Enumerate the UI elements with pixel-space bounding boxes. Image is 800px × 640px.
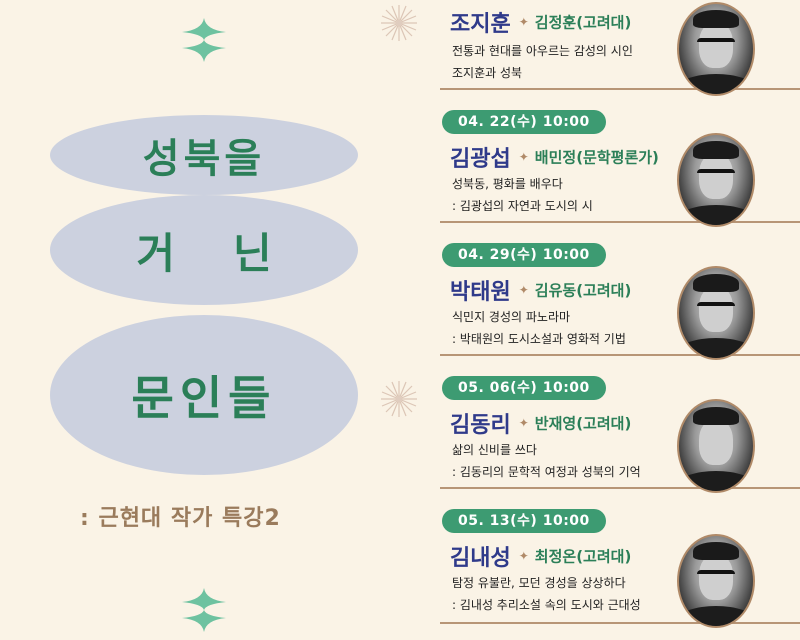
description-line-2: : 김내성 추리소설 속의 도시와 근대성 xyxy=(452,598,641,612)
lecturer-name: 배민정(문학평론가) xyxy=(534,148,659,167)
sparkle-icon xyxy=(182,18,226,62)
author-name: 박태원 xyxy=(450,280,511,305)
description-line-2: : 김광섭의 자연과 도시의 시 xyxy=(452,199,593,213)
session-name-row: 김내성 ✦ 최정온(고려대) xyxy=(450,540,631,572)
session-description: 탐정 유불란, 모던 경성을 상상하다 : 김내성 추리소설 속의 도시와 근대… xyxy=(452,572,641,616)
session-description: 삶의 신비를 쓰다 : 김동리의 문학적 여정과 성북의 기억 xyxy=(452,439,641,483)
description-line-1: 식민지 경성의 파노라마 xyxy=(452,310,571,324)
description-line-1: 전통과 현대를 아우르는 감성의 시인 xyxy=(452,44,633,58)
divider xyxy=(440,487,800,489)
date-badge: 04. 29(수) 10:00 xyxy=(442,243,606,267)
session-name-row: 김동리 ✦ 반재영(고려대) xyxy=(450,407,631,439)
author-name: 김동리 xyxy=(450,413,511,438)
author-portrait xyxy=(677,399,755,493)
author-portrait xyxy=(677,534,755,628)
date-badge: 05. 06(수) 10:00 xyxy=(442,376,606,400)
four-point-star-icon: ✦ xyxy=(518,283,529,297)
title-line-3: 문인들 xyxy=(50,315,358,475)
four-point-star-icon: ✦ xyxy=(518,549,529,563)
session-name-row: 조지훈 ✦ 김정훈(고려대) xyxy=(450,6,631,38)
divider xyxy=(440,622,800,624)
session-name-row: 김광섭 ✦ 배민정(문학평론가) xyxy=(450,141,659,173)
description-line-1: 탐정 유불란, 모던 경성을 상상하다 xyxy=(452,576,626,590)
date-badge: 04. 22(수) 10:00 xyxy=(442,110,606,134)
four-point-star-icon: ✦ xyxy=(518,416,529,430)
lecturer-name: 김정훈(고려대) xyxy=(534,13,632,32)
divider xyxy=(440,221,800,223)
date-badge: 05. 13(수) 10:00 xyxy=(442,509,606,533)
author-name: 조지훈 xyxy=(450,12,511,37)
lecturer-name: 반재영(고려대) xyxy=(534,414,632,433)
four-point-star-icon: ✦ xyxy=(518,150,529,164)
four-point-star-icon: ✦ xyxy=(518,15,529,29)
subtitle: : 근현대 작가 특강2 xyxy=(80,506,281,531)
divider xyxy=(440,88,800,90)
session-name-row: 박태원 ✦ 김유동(고려대) xyxy=(450,274,631,306)
author-portrait xyxy=(677,133,755,227)
description-line-1: 삶의 신비를 쓰다 xyxy=(452,443,537,457)
session-description: 식민지 경성의 파노라마 : 박태원의 도시소설과 영화적 기법 xyxy=(452,306,626,350)
description-line-1: 성북동, 평화를 배우다 xyxy=(452,177,563,191)
title-line-1: 성북을 xyxy=(50,115,358,195)
session-description: 성북동, 평화를 배우다 : 김광섭의 자연과 도시의 시 xyxy=(452,173,593,217)
author-portrait xyxy=(677,266,755,360)
description-line-2: 조지훈과 성북 xyxy=(452,66,523,80)
description-line-2: : 박태원의 도시소설과 영화적 기법 xyxy=(452,332,626,346)
title-text-1: 성북을 xyxy=(142,135,266,182)
author-name: 김광섭 xyxy=(450,147,511,172)
lecturer-name: 김유동(고려대) xyxy=(534,281,632,300)
title-line-2: 거닌 xyxy=(50,195,358,305)
sunburst-icon xyxy=(381,381,417,417)
title-text-2: 거닌 xyxy=(136,228,330,278)
author-name: 김내성 xyxy=(450,546,511,571)
divider xyxy=(440,354,800,356)
lecturer-name: 최정온(고려대) xyxy=(534,547,632,566)
title-text-3: 문인들 xyxy=(131,371,277,425)
sparkle-icon xyxy=(182,588,226,632)
author-portrait xyxy=(677,2,755,96)
sunburst-icon xyxy=(381,5,417,41)
session-description: 전통과 현대를 아우르는 감성의 시인 조지훈과 성북 xyxy=(452,40,633,84)
description-line-2: : 김동리의 문학적 여정과 성북의 기억 xyxy=(452,465,641,479)
